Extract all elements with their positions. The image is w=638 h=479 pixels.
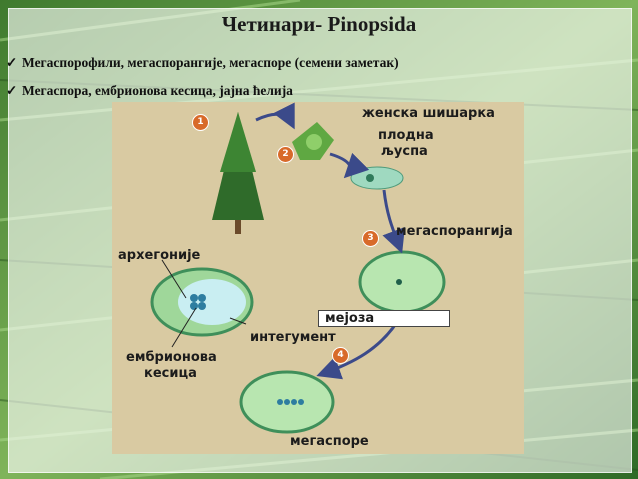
label-integument: интегумент [250,330,336,345]
label-fertile-scale-2: љуспа [381,144,428,159]
label-megaspores: мегаспоре [290,434,369,449]
fertile-scale-icon [350,166,404,190]
check-icon: ✓ [6,83,18,98]
bullet-1: ✓ Мегаспорофили, мегаспорангије, мегаспор… [6,55,399,71]
label-fertile-scale-1: плодна [378,128,434,143]
label-archegonia: архегоније [118,248,201,263]
female-cone-icon [292,122,334,160]
arrow-1-to-2 [255,102,295,130]
label-embryo-sac-2: кесица [144,366,197,381]
pine-tree-icon [212,112,264,234]
label-female-cone: женска шишарка [362,106,495,121]
check-icon: ✓ [6,55,18,70]
pointer-integument [229,317,247,325]
step-badge-3: 3 [362,230,379,247]
diagram-illustration [150,102,446,434]
megaspores-icon [239,370,335,434]
step-badge-1: 1 [192,114,209,131]
arrow-3-to-megasporangium [382,189,405,254]
arrow-2-to-3 [329,152,370,179]
label-embryo-sac-1: ембрионова [126,350,217,365]
pointer-archegonia [161,259,187,299]
label-meiosis: мејоза [318,310,450,327]
bullet-2-text: Мегаспора, ембрионова кесица, јајна ћели… [22,83,293,98]
bullet-1-text: Мегаспорофили, мегаспорангије, мегаспоре… [22,55,399,70]
megasporangium-icon [358,250,446,314]
label-megasporangium: мегаспорангија [396,224,513,239]
slide-title: Четинари- Pinopsida [221,12,417,36]
ovule-archegonia-icon [150,267,254,337]
bullet-2: ✓ Мегаспора, ембрионова кесица, јајна ћел… [6,83,293,99]
step-badge-4: 4 [332,347,349,364]
step-badge-2: 2 [277,146,294,163]
pointer-embryo-sac [171,307,197,348]
life-cycle-diagram: 1 2 3 4 женска шишарка плодна љуспа мега… [112,102,524,454]
